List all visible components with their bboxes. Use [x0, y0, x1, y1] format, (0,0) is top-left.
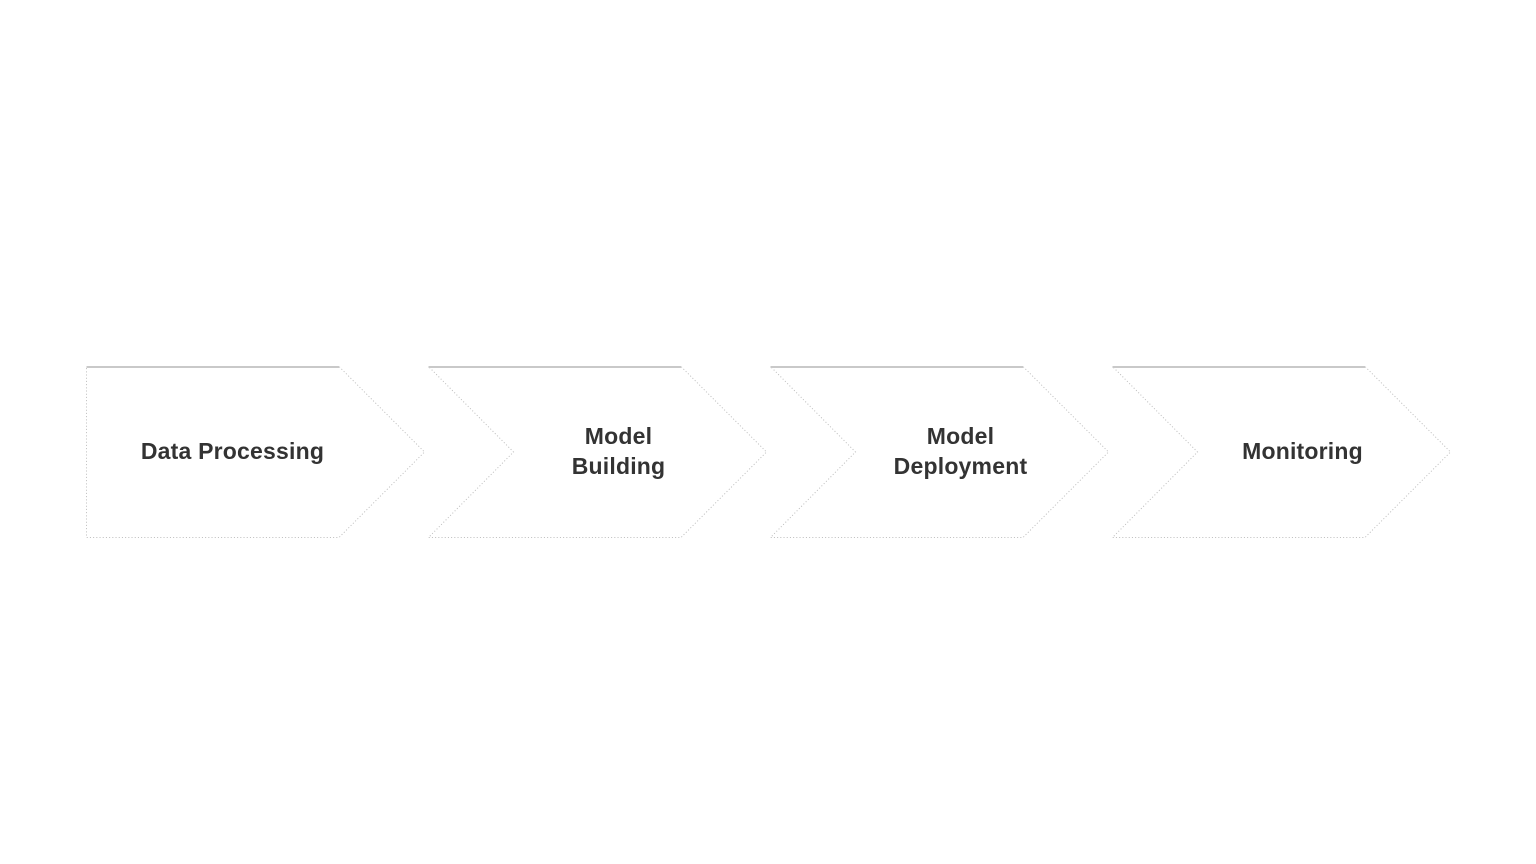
step-label: Model Deployment [893, 423, 1028, 479]
flow-step-monitoring: Monitoring [1112, 366, 1451, 538]
step-label: Model Building [571, 423, 666, 479]
flow-step-data-processing: Data Processing [86, 366, 425, 538]
process-flow: Data Processing Model Building Model Dep… [86, 366, 1451, 538]
chevron-shape [428, 366, 767, 538]
flow-step-model-building: Model Building [428, 366, 767, 538]
step-label: Monitoring [1242, 438, 1363, 465]
step-label: Data Processing [140, 438, 325, 465]
chevron-shape [770, 366, 1109, 538]
chevron-shape [1112, 366, 1451, 538]
flow-step-model-deployment: Model Deployment [770, 366, 1109, 538]
arrow-pentagon-shape [86, 366, 425, 538]
